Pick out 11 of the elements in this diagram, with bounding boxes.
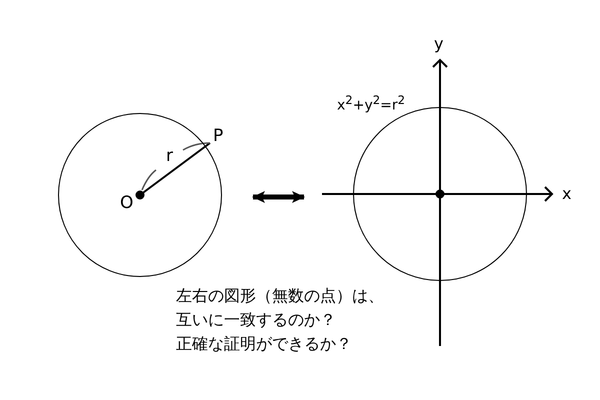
equation: x$^{2}$+y$^{2}$=r$^{2}$ <box>337 95 406 113</box>
axis-label: x <box>562 186 572 202</box>
question-text: 互いに一致するのか？ <box>176 312 336 328</box>
question-text: 正確な証明ができるか？ <box>176 336 352 352</box>
point-label: P <box>213 128 224 145</box>
point-label: O <box>120 195 134 212</box>
circle <box>58 113 222 277</box>
axis-label: y <box>434 36 444 52</box>
double-arrow <box>252 191 305 203</box>
radius-label: r <box>166 148 173 165</box>
question-text: 左右の図形（無数の点）は、 <box>176 288 384 304</box>
